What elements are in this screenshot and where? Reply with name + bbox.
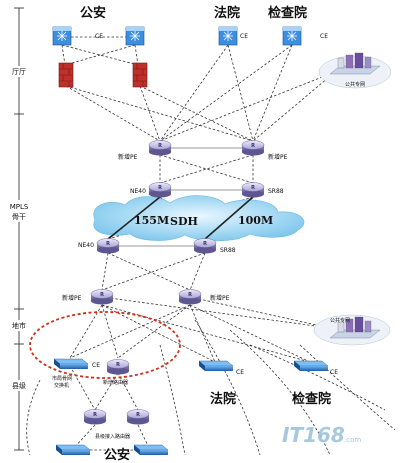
ce-label-3: CE: [320, 33, 328, 40]
side-label-province: 厅厅: [12, 68, 26, 76]
procuratorate-switch-icon: [282, 26, 302, 46]
bandwidth-label-100m: 100M: [238, 214, 273, 227]
side-label-city: 地市: [12, 321, 26, 330]
pe-router-right-icon: [241, 140, 265, 156]
label-court-bottom: 法院: [210, 391, 236, 407]
firewall-1-icon: [58, 62, 74, 88]
city-router-label: 新增路由器: [103, 379, 128, 386]
city-links: [26, 296, 396, 456]
side-label-county: 县级: [12, 381, 26, 390]
ne40-router-top-icon: [148, 182, 172, 198]
sr88-router-top-icon: [241, 182, 265, 198]
link-100m: [204, 196, 254, 240]
county-router-right-icon: [126, 409, 150, 425]
public-network-cloud-city: 公共专网: [313, 314, 391, 346]
sdh-label: SDH: [170, 215, 198, 228]
court-city-switch-icon: [198, 360, 234, 372]
city-new-pe-label-right: 新增PE: [210, 294, 230, 302]
sr88-label-top: SR88: [268, 188, 284, 195]
county-router-label: 县级接入路由器: [95, 433, 130, 440]
watermark-text: IT168: [282, 423, 345, 447]
procuratorate-city-switch-icon: [293, 360, 329, 372]
sr88-label-bottom: SR88: [220, 247, 236, 254]
pe-router-left-icon: [148, 140, 172, 156]
police-switch-1-icon: [52, 26, 72, 46]
sdh-cloud: [93, 195, 305, 242]
public-net-label-city: 公共专网: [330, 317, 350, 324]
side-label-backbone-2: 骨干: [12, 213, 26, 221]
watermark: IT168 .com: [282, 423, 361, 447]
sr88-router-bottom-icon: [193, 238, 217, 254]
label-police-bottom: 公安: [104, 447, 130, 463]
ne40-router-bottom-icon: [96, 238, 120, 254]
label-procuratorate-top: 检查院: [268, 5, 307, 21]
county-switch-left-icon: [55, 444, 91, 456]
ce-label-court: CE: [236, 369, 244, 376]
label-police-top: 公安: [80, 5, 106, 21]
city-switch-label-2: 交换机: [54, 382, 69, 389]
new-pe-label-right: 新增PE: [268, 153, 288, 161]
city-new-pe-label-left: 新增PE: [62, 294, 82, 302]
police-switch-2-icon: [125, 26, 145, 46]
court-switch-icon: [218, 26, 238, 46]
label-court-top: 法院: [214, 5, 240, 21]
county-switch-right-icon: [133, 444, 169, 456]
top-links: [61, 36, 336, 142]
city-switch-icon: [53, 358, 89, 370]
ce-label-2: CE: [240, 33, 248, 40]
public-net-label-top: 公共专网: [345, 81, 365, 88]
side-scale: 厅厅 MPLS 骨干 地市 县级: [5, 7, 33, 451]
bandwidth-label-155m: 155M: [134, 214, 169, 227]
ce-label-city: CE: [92, 362, 100, 369]
city-pe-router-left-icon: [90, 289, 114, 305]
watermark-suffix: .com: [344, 436, 361, 444]
firewall-2-icon: [132, 62, 148, 88]
ce-label-1: CE: [95, 33, 103, 40]
city-router-icon: [106, 359, 130, 375]
ne40-label-bottom: NE40: [78, 242, 94, 249]
label-procuratorate-bottom: 检查院: [292, 391, 331, 407]
side-label-backbone-1: MPLS: [10, 203, 29, 211]
county-router-left-icon: [83, 409, 107, 425]
city-switch-label-1: 市局骨网: [52, 375, 72, 382]
ce-label-procuratorate: CE: [330, 369, 338, 376]
public-network-cloud-top: 公共专网: [318, 52, 392, 89]
new-pe-label-left: 新增PE: [118, 153, 138, 161]
city-pe-router-right-icon: [178, 289, 202, 305]
ne40-label-top: NE40: [130, 188, 146, 195]
link-155m: [107, 196, 161, 240]
highlight-ellipse: [29, 311, 181, 379]
